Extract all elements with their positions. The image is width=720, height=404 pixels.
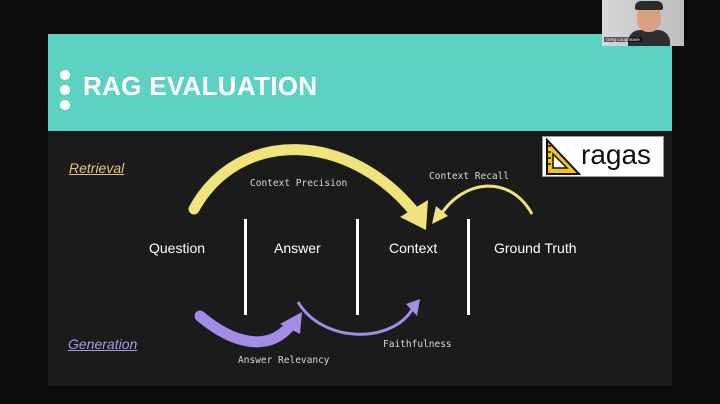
divider-1 (244, 219, 247, 315)
context-recall-label: Context Recall (429, 171, 510, 182)
faithfulness-arrowhead (406, 299, 420, 316)
presenter-name: Greg Loughnane (604, 37, 642, 42)
faithfulness-label: Faithfulness (383, 339, 452, 350)
context-term: Context (389, 240, 438, 256)
context-recall-arrowhead (432, 206, 448, 224)
answer-term: Answer (274, 240, 321, 256)
presentation-slide: RAG EVALUATION ragas Retrieval Generatio… (48, 34, 672, 386)
metric-arrows (188, 144, 534, 348)
logo-text: ragas (581, 139, 652, 170)
webcam-feed: Greg Loughnane (602, 0, 684, 46)
faithfulness-arrow (296, 301, 415, 336)
presenter-body (628, 30, 670, 46)
ground-truth-term: Ground Truth (494, 240, 577, 256)
divider-2 (356, 219, 359, 315)
answer-relevancy-arrow (194, 310, 296, 348)
divider-3 (467, 219, 470, 315)
title-banner: RAG EVALUATION (48, 34, 672, 131)
ragas-logo: ragas (542, 136, 664, 177)
slide-title: RAG EVALUATION (83, 71, 318, 101)
context-precision-arrow (188, 144, 422, 220)
context-precision-label: Context Precision (250, 178, 348, 189)
bullet-dots-icon (60, 70, 70, 110)
context-recall-arrow (438, 184, 534, 217)
generation-label: Generation (68, 336, 138, 352)
context-precision-arrowhead (400, 200, 428, 230)
answer-relevancy-label: Answer Relevancy (238, 355, 330, 366)
question-term: Question (149, 240, 206, 256)
presenter-hat (635, 1, 663, 10)
ruler-triangle-icon (546, 138, 581, 175)
answer-relevancy-arrowhead (280, 312, 302, 334)
retrieval-label: Retrieval (69, 160, 125, 176)
